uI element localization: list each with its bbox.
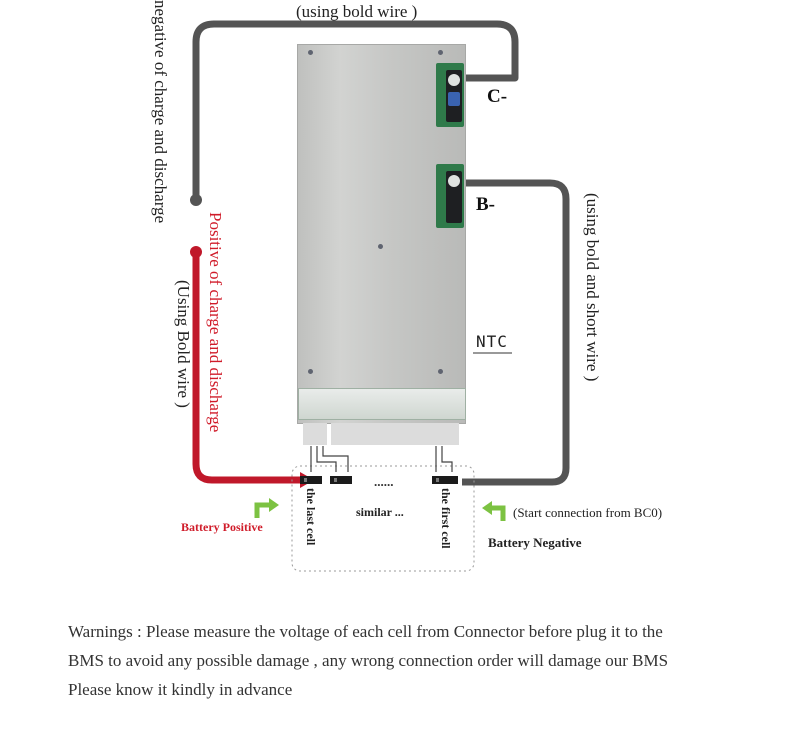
balance-leads — [310, 446, 453, 472]
connector-pins-right — [331, 423, 459, 445]
cell-markers — [300, 476, 458, 484]
b-minus-wire — [462, 179, 570, 486]
connector-pins-left — [303, 423, 327, 445]
similar-label: similar ... — [356, 505, 404, 519]
first-cell-label: the first cell — [439, 488, 453, 549]
c-minus-terminal — [446, 70, 462, 122]
positive-wire — [192, 252, 300, 484]
battery-positive-label: Battery Positive — [181, 520, 263, 534]
board-screw — [308, 369, 313, 374]
negative-charge-label: negative of charge and discharge — [151, 0, 170, 224]
battery-positive-arrow-icon — [254, 502, 271, 518]
cell-dots: ...... — [374, 474, 394, 489]
warning-text: Warnings : Please measure the voltage of… — [68, 617, 788, 704]
c-minus-wire-end — [190, 194, 202, 206]
warning-line-3: Please know it kindly in advance — [68, 680, 293, 699]
top-wire-label: (using bold wire ) — [296, 2, 418, 21]
start-connection-label: (Start connection from BC0) — [513, 505, 663, 520]
battery-negative-label: Battery Negative — [488, 535, 582, 550]
board-screw — [438, 50, 443, 55]
last-cell-label: the last cell — [304, 488, 318, 546]
warning-line-2: BMS to avoid any possible damage , any w… — [68, 651, 669, 670]
using-bold-wire-label: (Using Bold wire ) — [174, 280, 193, 408]
board-screw — [378, 244, 383, 249]
b-minus-label: B- — [476, 194, 495, 215]
c-minus-label: C- — [487, 86, 508, 107]
balance-connector — [298, 388, 466, 420]
warning-line-1: Warnings : Please measure the voltage of… — [68, 622, 663, 641]
positive-charge-label: Positive of charge and discharge — [206, 212, 225, 433]
c-minus-wire — [192, 20, 519, 198]
board-screw — [438, 369, 443, 374]
ntc-label: NTC — [476, 332, 508, 351]
board-screw — [308, 50, 313, 55]
b-minus-terminal — [446, 171, 462, 223]
bold-short-wire-label: (using bold and short wire ) — [583, 193, 602, 382]
battery-negative-arrow-icon — [490, 505, 506, 521]
